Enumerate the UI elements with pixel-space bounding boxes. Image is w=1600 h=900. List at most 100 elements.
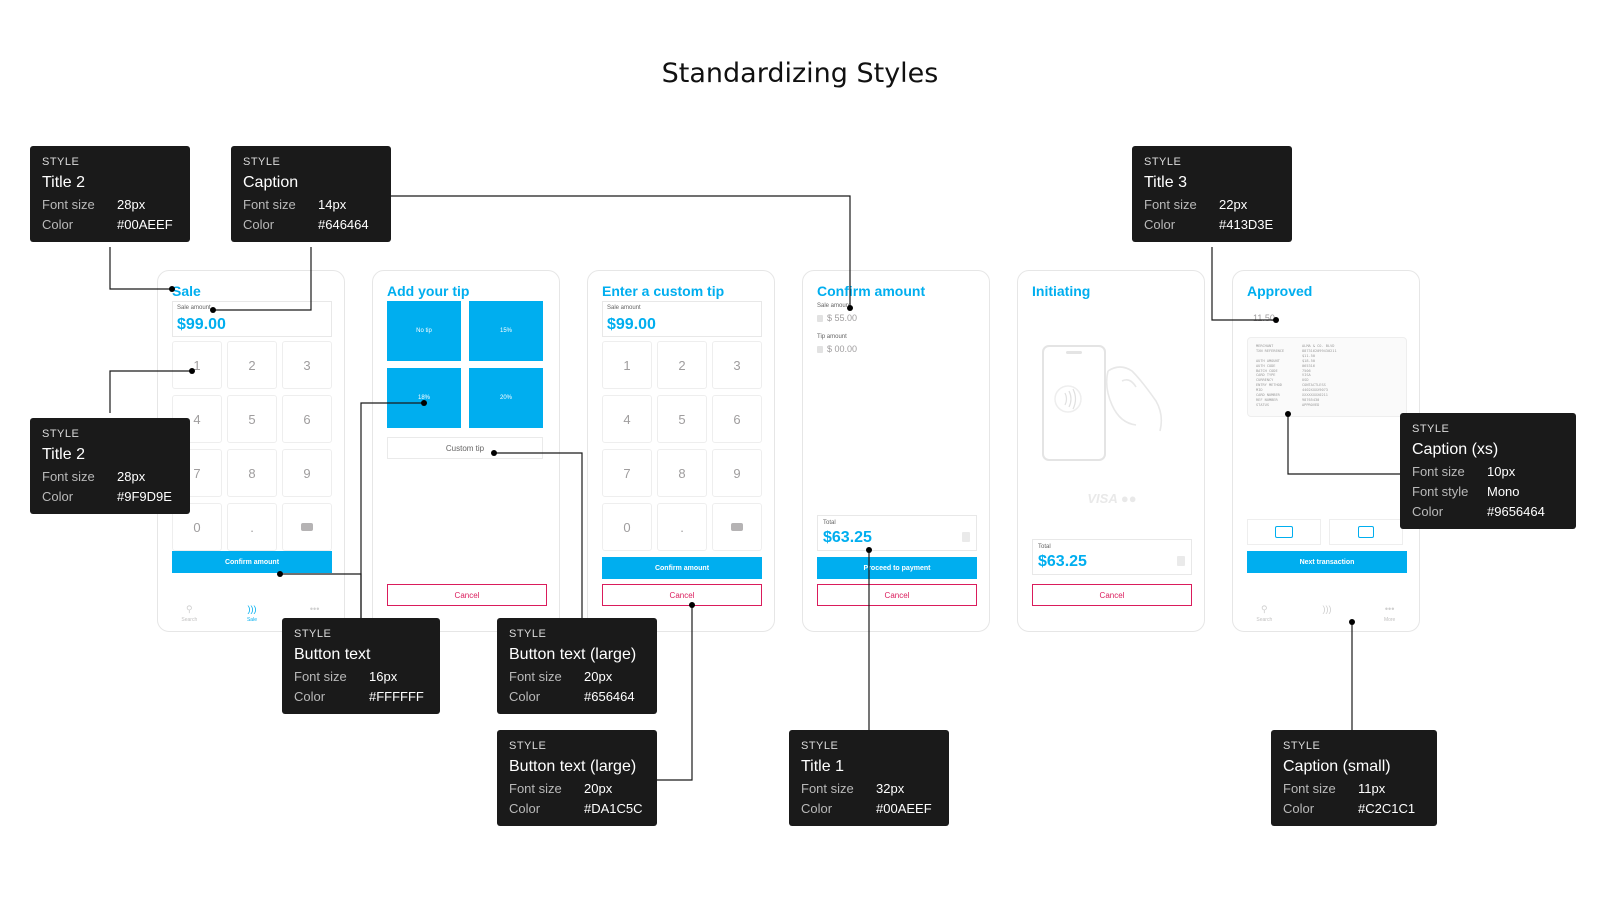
email-receipt-button[interactable] (1247, 519, 1321, 545)
visa-logo: VISA (1087, 491, 1118, 506)
custom-tip-button[interactable]: Custom tip (387, 437, 543, 459)
receipt-key: MERCHANT (1256, 344, 1274, 348)
receipt-row: AUTH AMOUNT$18.50 (1256, 359, 1398, 364)
total-label: Total (1038, 544, 1051, 550)
key-9[interactable]: 9 (282, 449, 332, 497)
phone-sale: Sale Sale amount $99.00 1 2 3 4 5 6 7 8 … (157, 270, 345, 632)
receipt-value: 4402XXXX9073 (1302, 388, 1328, 393)
key-9[interactable]: 9 (712, 449, 762, 497)
contactless-icon: ))) (1322, 604, 1332, 614)
custom-tip-amount-field[interactable]: Sale amount $99.00 (602, 301, 762, 337)
key-3[interactable]: 3 (712, 341, 762, 389)
key-5[interactable]: 5 (657, 395, 707, 443)
callout-key: Font size (1144, 197, 1197, 212)
callout-style-name: Caption (243, 174, 299, 191)
cancel-button[interactable]: Cancel (817, 584, 977, 606)
receipt-value: CONTACTLESS (1302, 383, 1326, 388)
sale-amount-value: $99.00 (177, 316, 226, 333)
receipt-value: APPROVED (1302, 402, 1320, 407)
key-0[interactable]: 0 (602, 503, 652, 551)
callout-label: STYLE (294, 628, 332, 640)
proceed-to-payment-button[interactable]: Proceed to payment (817, 557, 977, 579)
nav-search[interactable]: ⚲Search (1239, 604, 1289, 623)
custom-tip-amount-value: $99.00 (607, 316, 656, 333)
cancel-button[interactable]: Cancel (387, 584, 547, 606)
tip-option-none[interactable]: No tip (387, 301, 461, 361)
key-dot[interactable]: . (227, 503, 277, 551)
key-1[interactable]: 1 (172, 341, 222, 389)
key-6[interactable]: 6 (282, 395, 332, 443)
nav-more[interactable]: •••More (1365, 604, 1415, 623)
callout-key: Color (294, 689, 326, 704)
callout-value: 16px (369, 669, 398, 684)
callout-label: STYLE (42, 428, 80, 440)
key-3[interactable]: 3 (282, 341, 332, 389)
confirm-title: Confirm amount (817, 283, 926, 299)
confirm-amount-button[interactable]: Confirm amount (172, 551, 332, 573)
callout-value: #DA1C5C (584, 801, 643, 816)
key-8[interactable]: 8 (657, 449, 707, 497)
key-2[interactable]: 2 (227, 341, 277, 389)
key-dot[interactable]: . (657, 503, 707, 551)
key-backspace[interactable] (712, 503, 762, 551)
page-title: Standardizing Styles (661, 58, 939, 89)
key-7[interactable]: 7 (602, 449, 652, 497)
callout-value: 20px (584, 669, 613, 684)
nav-sale-label: Sale (246, 617, 257, 623)
receipt-value: $11.50 (1302, 353, 1315, 358)
nav-sale[interactable]: ))) Sale (227, 604, 277, 623)
receipt-key: ENTRY METHOD (1256, 383, 1282, 388)
tip-option-15[interactable]: 15% (469, 301, 543, 361)
callout-key: Color (509, 801, 541, 816)
sale-amount-field[interactable]: Sale amount $99.00 (172, 301, 332, 337)
callout-value: 28px (117, 197, 146, 212)
custom-tip-amount-label: Sale amount (607, 305, 641, 311)
callout-style-name: Button text (294, 646, 371, 663)
tip-option-20[interactable]: 20% (469, 368, 543, 428)
confirm-amount-button[interactable]: Confirm amount (602, 557, 762, 579)
print-receipt-button[interactable] (1329, 519, 1403, 545)
key-4[interactable]: 4 (602, 395, 652, 443)
receipt-value: USD (1302, 378, 1309, 383)
key-1[interactable]: 1 (602, 341, 652, 389)
receipt-value: 065316 (1302, 363, 1315, 368)
contactless-icon: ))) (247, 604, 257, 614)
total-field: Total $63.25 (817, 515, 977, 551)
key-backspace[interactable] (282, 503, 332, 551)
callout-style-name: Title 2 (42, 446, 85, 463)
callout-row: Color#656464 (509, 689, 645, 704)
total-field: Total $63.25 (1032, 539, 1192, 575)
callout-row: Color #DA1C5C (509, 801, 645, 816)
sale-amount-label: Sale amount (177, 305, 211, 311)
nav-search-label: Search (1256, 617, 1273, 623)
callout-key: Font size (42, 197, 95, 212)
nav-search[interactable]: ⚲Search (164, 604, 214, 623)
next-transaction-button[interactable]: Next transaction (1247, 551, 1407, 573)
nav-sale[interactable]: ))) (1302, 604, 1352, 623)
cancel-button[interactable]: Cancel (1032, 584, 1192, 606)
callout-key: Color (1144, 217, 1176, 232)
callout-row: Font size 28px (42, 197, 178, 212)
key-8[interactable]: 8 (227, 449, 277, 497)
tip-option-18[interactable]: 18% (387, 368, 461, 428)
key-6[interactable]: 6 (712, 395, 762, 443)
callout-value: #656464 (584, 689, 635, 704)
key-5[interactable]: 5 (227, 395, 277, 443)
tip-amount-label: Tip amount (817, 334, 847, 340)
phone-custom-tip: Enter a custom tip Sale amount $99.00 1 … (587, 270, 775, 632)
key-2[interactable]: 2 (657, 341, 707, 389)
callout-value: #00AEEF (876, 801, 932, 816)
cancel-button[interactable]: Cancel (602, 584, 762, 606)
